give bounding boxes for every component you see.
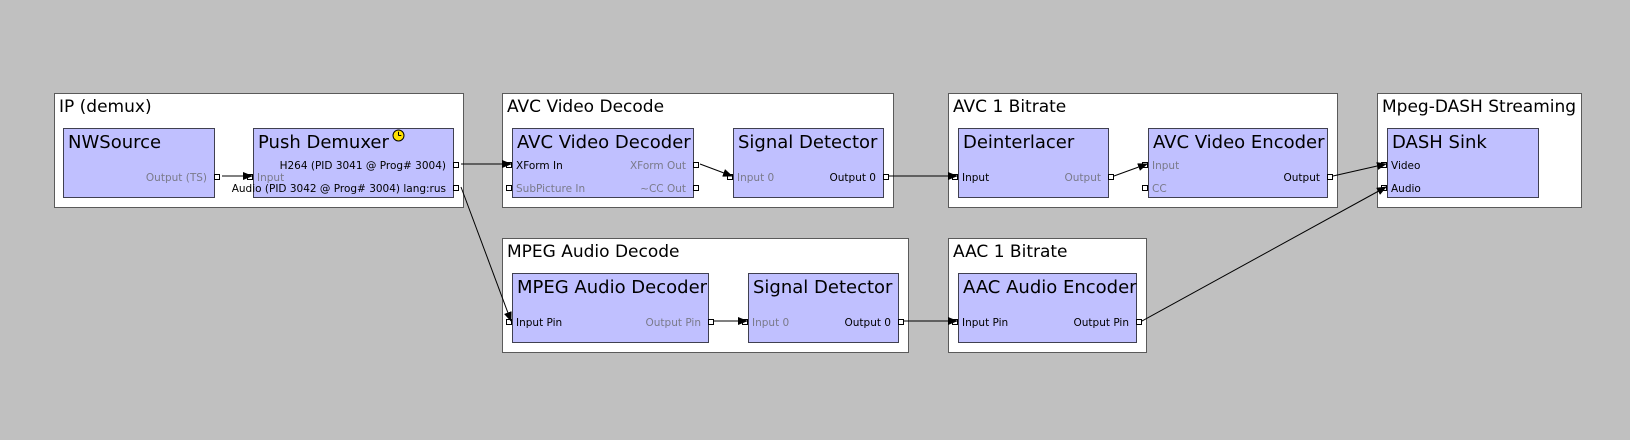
filter-title: NWSource xyxy=(68,132,162,153)
group-title: MPEG Audio Decode xyxy=(507,242,680,262)
output-pin-label: Output 0 xyxy=(829,172,877,184)
input-pin[interactable] xyxy=(247,174,253,180)
input-pin-label: Input Pin xyxy=(962,317,1009,329)
filter-title: AAC Audio Encoder xyxy=(963,277,1137,298)
input-pin[interactable] xyxy=(952,174,958,180)
group-title: AVC 1 Bitrate xyxy=(953,97,1067,117)
group-title: IP (demux) xyxy=(59,97,152,117)
filter-title: AVC Video Decoder xyxy=(517,132,691,153)
input-pin-label: XForm In xyxy=(516,160,563,172)
input-pin-label: Audio xyxy=(1391,183,1421,195)
input-pin[interactable] xyxy=(952,319,958,325)
output-pin-label: XForm Out xyxy=(629,160,686,172)
input-pin[interactable] xyxy=(506,162,512,168)
input-pin-label: Video xyxy=(1391,160,1421,172)
output-pin-label: Output (TS) xyxy=(145,172,207,184)
filter-avc-video-encoder[interactable]: AVC Video Encoder Input CC Output xyxy=(1142,128,1333,198)
output-pin[interactable] xyxy=(453,185,459,191)
input-pin[interactable] xyxy=(742,319,748,325)
filter-title: Signal Detector xyxy=(753,277,893,298)
filter-title: DASH Sink xyxy=(1392,132,1487,153)
input-pin-label: SubPicture In xyxy=(516,183,586,195)
filter-signal-detector-audio[interactable]: Signal Detector Input 0 Output 0 xyxy=(742,273,904,343)
output-pin[interactable] xyxy=(708,319,714,325)
group-title: AVC Video Decode xyxy=(507,97,665,117)
filter-push-demuxer[interactable]: Push Demuxer Input H264 (PID 3041 @ Prog… xyxy=(232,128,459,198)
output-pin[interactable] xyxy=(693,162,699,168)
filter-signal-detector-video[interactable]: Signal Detector Input 0 Output 0 xyxy=(727,128,889,198)
output-pin[interactable] xyxy=(453,162,459,168)
output-pin-label: ~CC Out xyxy=(640,183,686,195)
filter-title: Signal Detector xyxy=(738,132,878,153)
filter-avc-video-decoder[interactable]: AVC Video Decoder XForm In SubPicture In… xyxy=(506,128,699,198)
output-pin-label: Output Pin xyxy=(645,317,701,329)
input-pin-label: Input 0 xyxy=(752,317,790,329)
filter-aac-audio-encoder[interactable]: AAC Audio Encoder Input Pin Output Pin xyxy=(952,273,1142,343)
output-pin-label: Output 0 xyxy=(844,317,892,329)
output-pin-label: Output Pin xyxy=(1073,317,1129,329)
input-pin[interactable] xyxy=(506,319,512,325)
filter-nwsource[interactable]: NWSource Output (TS) xyxy=(63,128,220,198)
output-pin-label: Output xyxy=(1283,172,1320,184)
output-pin[interactable] xyxy=(693,185,699,191)
clock-icon xyxy=(392,129,405,142)
filter-title: Push Demuxer xyxy=(258,132,389,153)
output-pin[interactable] xyxy=(214,174,220,180)
output-pin[interactable] xyxy=(1327,174,1333,180)
output-pin[interactable] xyxy=(1108,174,1114,180)
input-pin[interactable] xyxy=(1381,185,1387,191)
filter-deinterlacer[interactable]: Deinterlacer Input Output xyxy=(952,128,1114,198)
input-pin[interactable] xyxy=(727,174,733,180)
input-pin[interactable] xyxy=(1142,185,1148,191)
filter-title: AVC Video Encoder xyxy=(1153,132,1325,153)
filter-title: Deinterlacer xyxy=(963,132,1075,153)
input-pin-label: Input xyxy=(257,172,285,184)
input-pin[interactable] xyxy=(506,185,512,191)
output-pin-label: H264 (PID 3041 @ Prog# 3004) xyxy=(279,160,446,172)
input-pin-label: Input Pin xyxy=(516,317,563,329)
input-pin-label: Input xyxy=(1152,160,1180,172)
output-pin[interactable] xyxy=(883,174,889,180)
output-pin[interactable] xyxy=(1136,319,1142,325)
group-title: AAC 1 Bitrate xyxy=(953,242,1068,262)
filter-dash-sink[interactable]: DASH Sink Video Audio xyxy=(1381,128,1539,198)
input-pin-label: Input xyxy=(962,172,990,184)
filter-mpeg-audio-decoder[interactable]: MPEG Audio Decoder Input Pin Output Pin xyxy=(506,273,714,343)
group-title: Mpeg-DASH Streaming xyxy=(1382,97,1577,117)
output-pin-label: Audio (PID 3042 @ Prog# 3004) lang:rus xyxy=(231,183,446,195)
output-pin[interactable] xyxy=(898,319,904,325)
input-pin[interactable] xyxy=(1381,162,1387,168)
output-pin-label: Output xyxy=(1064,172,1101,184)
input-pin[interactable] xyxy=(1142,162,1148,168)
input-pin-label: Input 0 xyxy=(737,172,775,184)
input-pin-label: CC xyxy=(1152,183,1167,195)
filter-title: MPEG Audio Decoder xyxy=(517,277,708,298)
